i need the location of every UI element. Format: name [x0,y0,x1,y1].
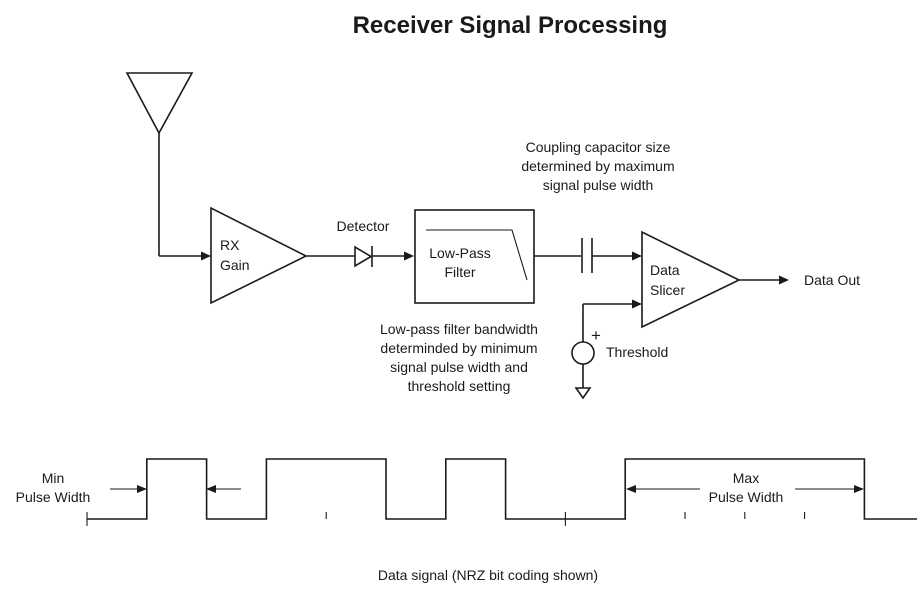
data-out-wire: Data Out [739,272,860,288]
max-pulse-width-label-line2: Pulse Width [709,489,784,505]
coupling-note-line2: determined by maximum [521,158,674,174]
nrz-signal-trace [87,458,917,520]
antenna-to-rx-gain-wire [159,251,211,261]
threshold-label: Threshold [606,344,668,360]
diagram-title: Receiver Signal Processing [353,12,668,39]
data-slicer-label-line1: Data [650,262,680,278]
coupling-note-line1: Coupling capacitor size [526,139,671,155]
waveform-caption: Data signal (NRZ bit coding shown) [378,567,598,583]
data-slicer-comparator: Data Slicer [641,230,741,329]
capacitor-to-slicer-wire [592,251,642,261]
low-pass-filter-label-line1: Low-Pass [429,245,490,261]
coupling-capacitor-note: Coupling capacitor size determined by ma… [521,139,674,193]
threshold-polarity-label: + [591,326,601,345]
rx-gain-amplifier: RX Gain [210,206,308,305]
detector-to-filter-wire [372,251,414,261]
bandwidth-note-line1: Low-pass filter bandwidth [380,321,538,337]
detector-label: Detector [337,218,390,234]
bandwidth-note-line4: threshold setting [408,378,511,394]
nrz-data-waveform [86,458,917,526]
data-slicer-label-line2: Slicer [650,282,685,298]
bandwidth-note-line2: determinded by minimum [380,340,537,356]
max-pulse-width-annotation: Max Pulse Width [626,470,864,505]
low-pass-bandwidth-note: Low-pass filter bandwidth determinded by… [380,321,538,394]
bandwidth-note-line3: signal pulse width and [390,359,528,375]
detector-diode: Detector [337,218,390,268]
data-out-label: Data Out [804,272,860,288]
coupling-capacitor [581,238,593,273]
threshold-source: + Threshold [571,299,668,400]
antenna-icon [125,72,194,256]
low-pass-filter-label-line2: Filter [444,264,475,280]
min-pulse-width-label-line2: Pulse Width [16,489,91,505]
min-pulse-width-annotation: Min Pulse Width [16,470,241,505]
low-pass-filter-block: Low-Pass Filter [414,209,535,304]
max-pulse-width-label-line1: Max [733,470,759,486]
rx-gain-label-line1: RX [220,237,240,253]
min-pulse-width-label-line1: Min [42,470,65,486]
rx-gain-label-line2: Gain [220,257,250,273]
coupling-note-line3: signal pulse width [543,177,654,193]
